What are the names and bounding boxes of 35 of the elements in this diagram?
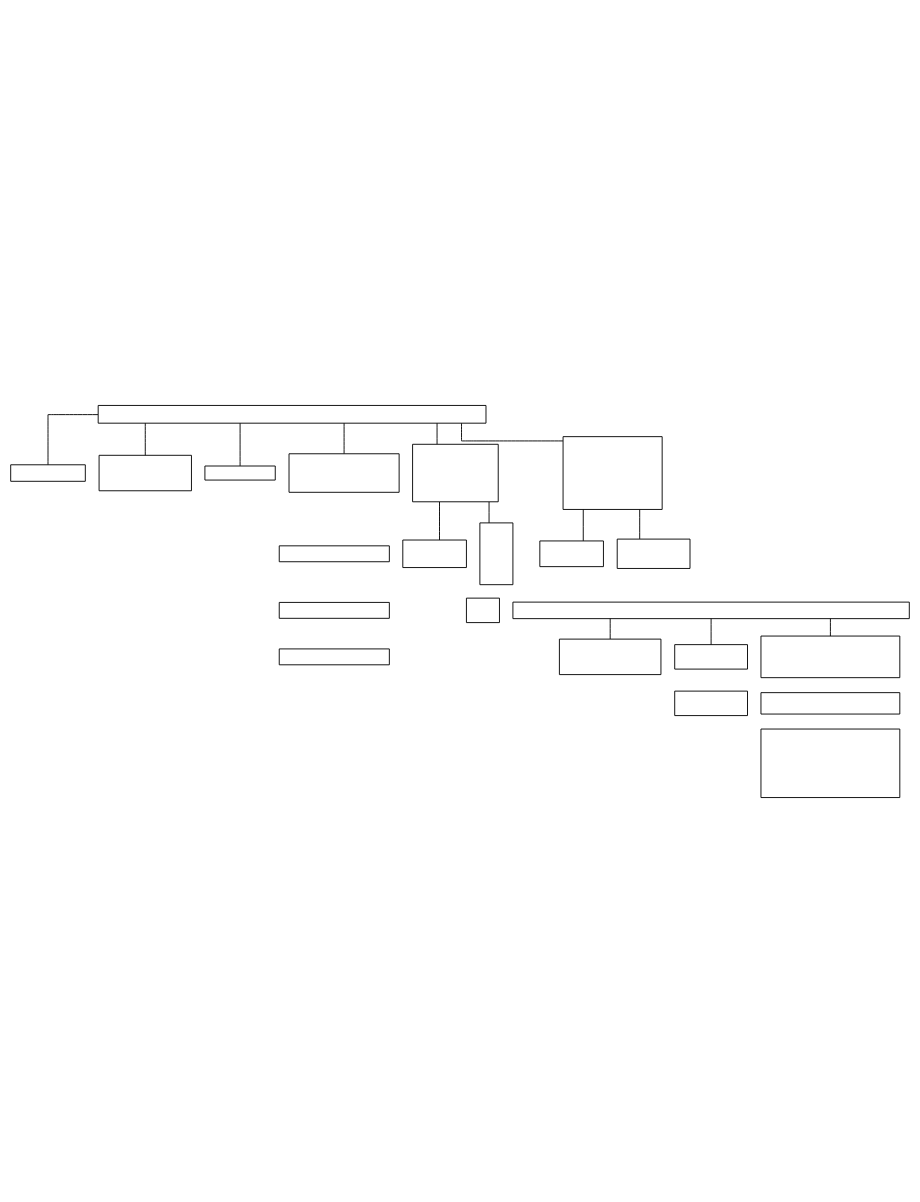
- node-box: [558, 638, 662, 675]
- connector: [436, 422, 438, 445]
- connector: [439, 501, 440, 540]
- connector: [710, 617, 712, 645]
- node-box: [10, 463, 86, 482]
- connector: [461, 422, 564, 441]
- node-box: [97, 404, 487, 424]
- connector: [239, 422, 241, 466]
- connector: [343, 422, 345, 454]
- node-box: [204, 465, 276, 481]
- node-box: [278, 647, 390, 665]
- connector: [582, 508, 584, 541]
- node-box: [760, 728, 901, 798]
- connector: [639, 508, 641, 539]
- connector: [829, 617, 831, 636]
- connector: [47, 413, 99, 465]
- connector: [488, 501, 490, 523]
- connector: [609, 617, 611, 639]
- node-box: [760, 691, 901, 714]
- node-box: [674, 690, 748, 716]
- node-box: [402, 539, 467, 568]
- connector: [144, 422, 146, 456]
- node-box: [539, 540, 604, 567]
- node-box: [278, 601, 390, 619]
- node-box: [760, 635, 901, 678]
- node-box: [465, 597, 500, 623]
- node-box: [479, 521, 514, 585]
- node-box: [512, 601, 910, 619]
- node-box: [562, 435, 663, 510]
- node-box: [674, 643, 748, 670]
- node-box: [278, 544, 390, 562]
- node-box: [98, 454, 192, 491]
- node-box: [616, 538, 691, 569]
- node-box: [288, 452, 400, 493]
- node-box: [412, 443, 499, 502]
